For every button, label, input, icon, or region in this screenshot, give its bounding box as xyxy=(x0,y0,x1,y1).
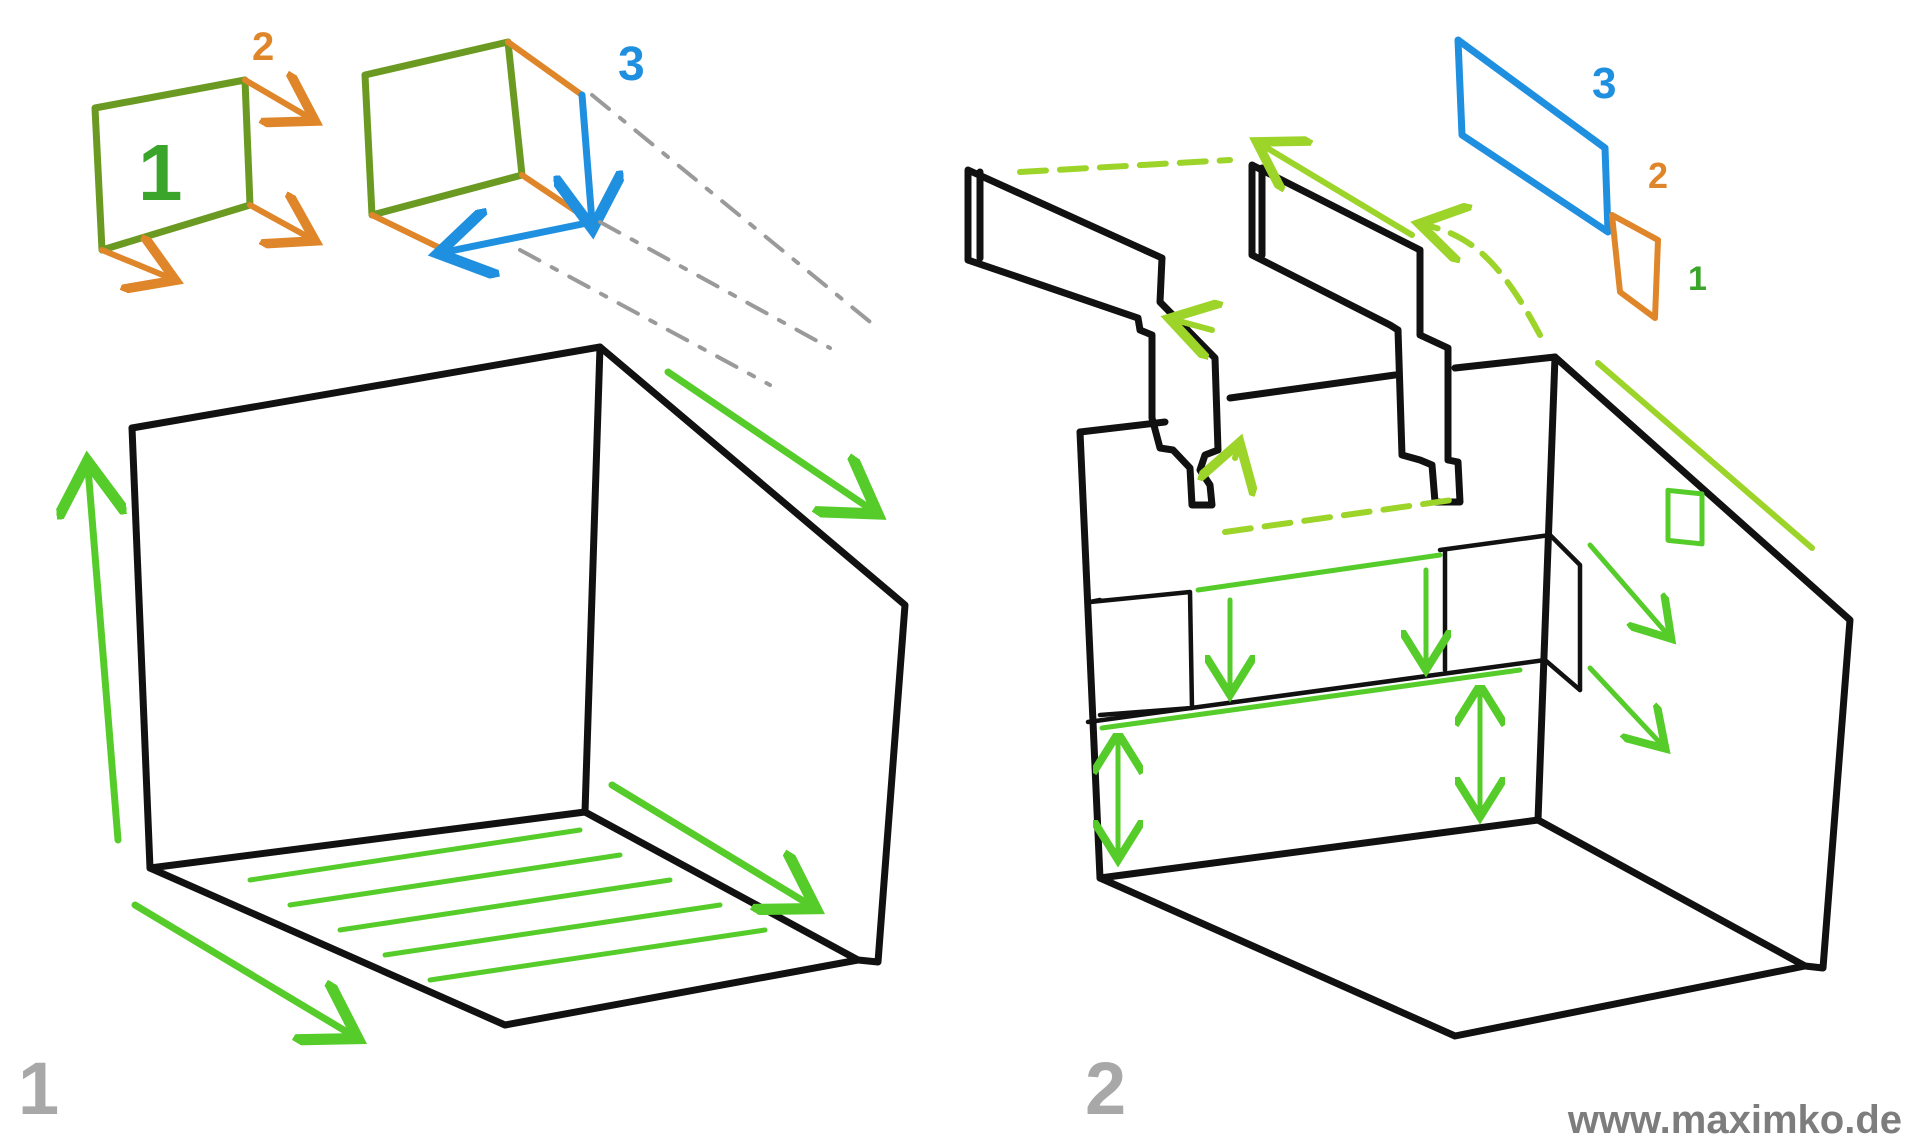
mini-box-step3: 3 xyxy=(361,38,882,387)
panel-label-2: 2 xyxy=(1085,1047,1127,1130)
recessed-band xyxy=(1085,532,1668,855)
right-number-green: 1 xyxy=(1688,260,1707,298)
mini-face-step1: 1 2 xyxy=(91,25,310,278)
panel-label-1: 1 xyxy=(18,1047,60,1130)
mini-steps-right: 3 2 1 xyxy=(1454,36,1707,547)
mini-edge-number-blue: 3 xyxy=(618,38,645,91)
right-number-orange: 2 xyxy=(1648,155,1668,196)
main-box-1 xyxy=(128,343,909,1029)
mini-edge-number-orange: 2 xyxy=(252,25,274,69)
handle-right xyxy=(1248,161,1464,506)
mini-face-number: 1 xyxy=(138,128,183,217)
panel-1-sketch: 1 2 3 xyxy=(88,25,909,1035)
handle-left xyxy=(964,166,1222,509)
main-box-2 xyxy=(1076,353,1854,1040)
watermark: www.maximko.de xyxy=(1567,1098,1902,1142)
panel-2-sketch: 3 2 1 xyxy=(964,36,1854,1040)
guides-panel-2-top xyxy=(1017,145,1815,551)
guides-panel-1 xyxy=(88,368,872,1035)
right-number-blue: 3 xyxy=(1592,59,1616,108)
